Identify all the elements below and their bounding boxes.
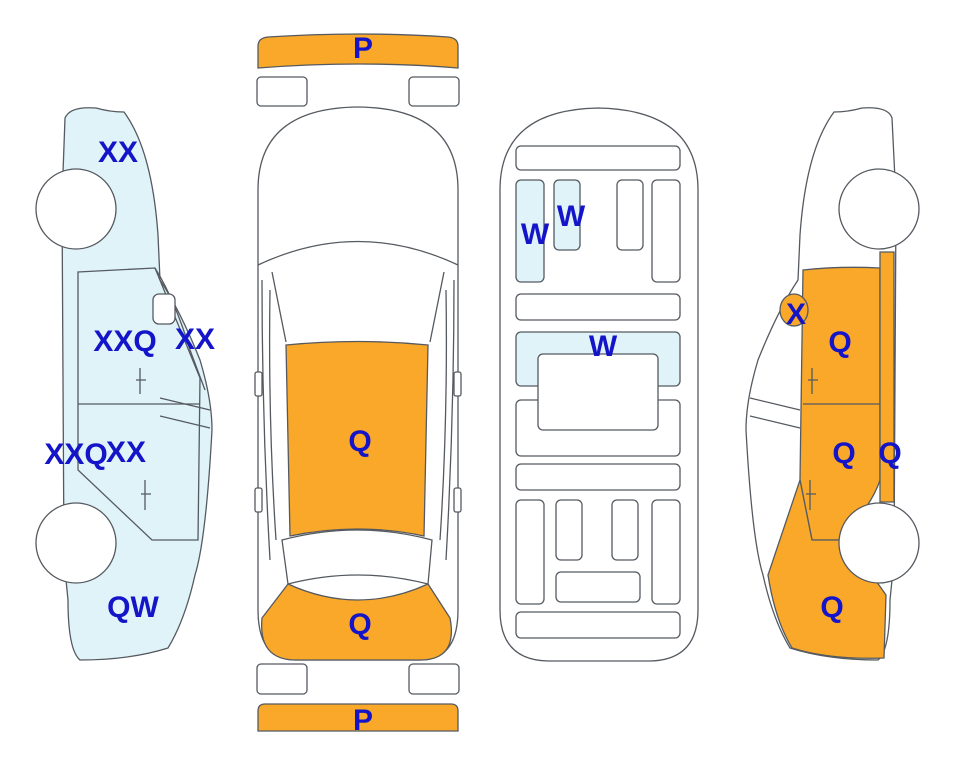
roof-panel[interactable] xyxy=(285,340,429,537)
code-rear-bumper: P xyxy=(353,704,373,737)
code-front-bumper: P xyxy=(353,32,373,65)
glass-front-right-panel[interactable] xyxy=(553,179,581,251)
code-left-rear-door: XX xyxy=(106,436,146,469)
front-plate-right xyxy=(408,76,460,107)
rear-bumper-panel[interactable] xyxy=(257,703,459,732)
code-right-rear-quarter: Q xyxy=(820,591,843,624)
code-left-mirror: XX xyxy=(175,323,215,356)
rear-plate-right xyxy=(408,663,460,695)
code-left-front-door: XXQ xyxy=(93,325,156,358)
right-mirror-panel[interactable] xyxy=(779,293,809,327)
code-left-fender: XX xyxy=(98,136,138,169)
code-trunk-lid: Q xyxy=(348,608,371,641)
code-right-mirror: X xyxy=(786,298,806,331)
code-left-rocker: XXQ xyxy=(44,438,107,471)
front-bumper-panel[interactable] xyxy=(257,33,459,69)
left-side-details xyxy=(35,168,211,584)
code-right-rocker: Q xyxy=(878,437,901,470)
code-glass-center: W xyxy=(589,330,618,363)
code-glass-front-right: W xyxy=(557,200,586,233)
front-plate-left xyxy=(256,76,308,107)
center-console xyxy=(537,353,659,431)
damage-code-labels: P P Q Q W W W XX XXQ XX XXQ XX QW X Q Q … xyxy=(44,32,901,737)
code-left-rear-quarter: QW xyxy=(107,591,159,624)
right-side-details xyxy=(749,168,920,584)
right-rocker-panel[interactable] xyxy=(879,251,895,503)
code-right-rear-door: Q xyxy=(832,437,855,470)
code-glass-front-left: W xyxy=(521,218,550,251)
code-roof: Q xyxy=(348,425,371,458)
code-right-front-door: Q xyxy=(828,326,851,359)
rear-plate-left xyxy=(256,663,308,695)
glass-front-left-panel[interactable] xyxy=(515,179,545,283)
trunk-lid-panel[interactable] xyxy=(260,583,452,661)
